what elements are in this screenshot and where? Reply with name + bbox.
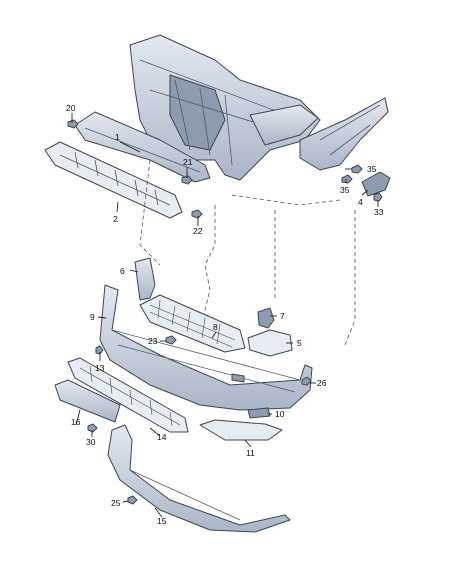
callout-35-side: 35 — [340, 185, 350, 195]
callout-14: 14 — [157, 432, 167, 442]
callout-9: 9 — [90, 312, 95, 322]
lower-grille — [67, 357, 189, 433]
screw-35-top-icon — [351, 164, 363, 174]
callout-11: 11 — [246, 448, 255, 458]
callout-15: 15 — [157, 516, 167, 526]
front-spoiler — [107, 424, 291, 533]
lower-trim-strip — [199, 419, 283, 441]
side-guide-5 — [247, 329, 293, 357]
front-end-carrier — [129, 34, 321, 181]
screw-25-icon — [127, 495, 138, 505]
screw-26-icon — [301, 376, 312, 386]
bumper-cover — [99, 284, 313, 411]
impact-beam — [74, 111, 211, 183]
energy-absorber — [44, 141, 183, 219]
callout-23: 23 — [148, 336, 158, 346]
leader-lines — [71, 113, 379, 518]
callout-5: 5 — [297, 338, 302, 348]
callout-labels: 1 2 20 21 22 35 35 4 33 6 7 9 8 23 5 13 … — [66, 103, 384, 526]
screw-22-icon — [191, 209, 203, 219]
callout-16: 16 — [71, 417, 81, 427]
callout-7: 7 — [280, 311, 285, 321]
callout-2: 2 — [113, 214, 118, 224]
license-plate-mount — [54, 379, 121, 423]
assembly-guide-lines — [139, 159, 356, 346]
fog-light-cover — [247, 407, 271, 419]
screw-30-icon — [87, 423, 98, 433]
screw-20-icon — [67, 119, 79, 129]
callout-35-top: 35 — [367, 164, 377, 174]
side-bracket-4 — [361, 171, 391, 197]
bracket-7 — [257, 307, 275, 329]
left-grille-bracket — [134, 257, 156, 301]
callout-22: 22 — [193, 226, 203, 236]
clip-13-icon — [95, 345, 104, 355]
screw-33-icon — [373, 192, 383, 202]
callout-20: 20 — [66, 103, 76, 113]
callout-13: 13 — [95, 363, 105, 373]
callout-6: 6 — [120, 266, 125, 276]
wing-bracket — [299, 97, 389, 171]
callout-26: 26 — [317, 378, 327, 388]
callout-8: 8 — [213, 322, 218, 332]
callout-33: 33 — [374, 207, 384, 217]
mesh-grille — [139, 294, 246, 353]
clip-23-icon — [165, 335, 177, 345]
callout-25: 25 — [111, 498, 121, 508]
callout-1: 1 — [115, 132, 120, 142]
callout-21: 21 — [183, 157, 193, 167]
callout-30: 30 — [86, 437, 96, 447]
callout-10: 10 — [275, 409, 285, 419]
screw-35-side-icon — [341, 174, 353, 184]
callout-4: 4 — [358, 197, 363, 207]
